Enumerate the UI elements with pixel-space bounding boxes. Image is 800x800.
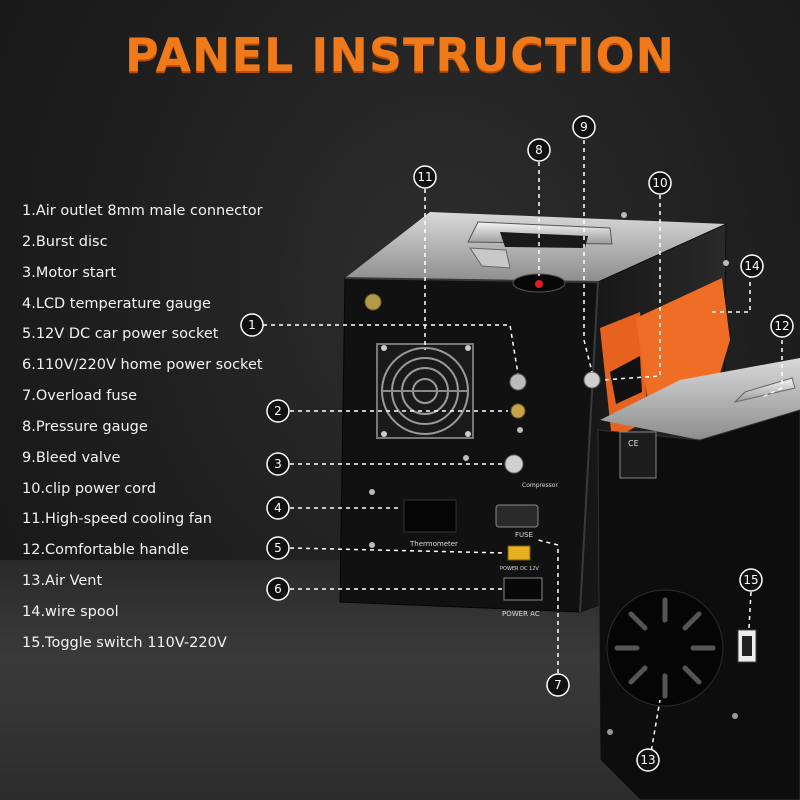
legend-item: 11.High-speed cooling fan — [22, 511, 212, 528]
legend-list: 1.Air outlet 8mm male connector 2.Burst … — [22, 200, 263, 663]
callout-13-badge: 13 — [636, 748, 660, 772]
callout-5-badge: 5 — [266, 536, 290, 560]
callout-leaders — [263, 140, 783, 759]
callout-15-badge: 15 — [739, 568, 763, 592]
burst-disc — [510, 403, 526, 419]
svg-text:14: 14 — [744, 259, 759, 273]
ac-socket — [503, 577, 543, 601]
compressor-label: Compressor — [522, 482, 558, 489]
svg-text:3: 3 — [274, 457, 282, 471]
legend-item: 12.Comfortable handle — [22, 542, 189, 559]
callout-10-badge: 10 — [648, 171, 672, 195]
legend-item: 7.Overload fuse — [22, 388, 138, 405]
legend-item: 1.Air outlet 8mm male connector — [22, 203, 263, 219]
air-outlet-connector — [509, 373, 527, 391]
callout-1-badge: 1 — [240, 313, 264, 337]
callout-8-badge: 8 — [527, 138, 551, 162]
motor-start-switch — [504, 454, 524, 474]
cooling-fan — [376, 343, 474, 439]
svg-text:7: 7 — [554, 678, 562, 692]
fuse-holder — [495, 504, 539, 528]
legend-item: 14.wire spool — [22, 603, 119, 620]
svg-text:2: 2 — [274, 404, 282, 418]
legend-item: 2.Burst disc — [22, 233, 108, 250]
callout-7-badge: 7 — [546, 673, 570, 697]
svg-text:12: 12 — [774, 319, 789, 333]
legend-item: 4.LCD temperature gauge — [22, 295, 211, 312]
svg-text:8: 8 — [535, 143, 543, 157]
svg-text:1: 1 — [248, 318, 256, 332]
svg-text:6: 6 — [274, 582, 282, 596]
lcd-thermometer — [403, 499, 457, 533]
indicator-light — [535, 280, 543, 288]
callout-6-badge: 6 — [266, 577, 290, 601]
legend-item: 3.Motor start — [22, 264, 117, 281]
fuse-label: FUSE — [515, 531, 533, 539]
callout-2-badge: 2 — [266, 399, 290, 423]
callout-3-badge: 3 — [266, 452, 290, 476]
power-ac-label: POWER AC — [502, 610, 540, 618]
svg-text:10: 10 — [652, 176, 667, 190]
second-unit: CE — [597, 358, 800, 800]
svg-text:9: 9 — [580, 120, 588, 134]
corner-screw — [364, 293, 382, 311]
callout-badges: 1 2 3 4 5 6 7 — [240, 115, 794, 772]
svg-text:13: 13 — [640, 753, 655, 767]
callout-9-badge: 9 — [572, 115, 596, 139]
legend-item: 13.Air Vent — [22, 573, 103, 590]
main-unit: Compressor Thermometer FUSE POWER DC 12V… — [339, 212, 730, 618]
ce-mark: CE — [628, 439, 639, 448]
dc-socket — [507, 545, 531, 561]
legend-item: 5.12V DC car power socket — [22, 326, 219, 343]
svg-text:5: 5 — [274, 541, 282, 555]
unit-front-panel — [339, 277, 599, 613]
spec-plate — [619, 431, 657, 479]
legend-item: 10.clip power cord — [22, 480, 157, 497]
air-vent — [606, 589, 724, 707]
svg-text:15: 15 — [743, 573, 758, 587]
callout-12-badge: 12 — [770, 314, 794, 338]
legend-item: 6.110V/220V home power socket — [22, 357, 263, 374]
thermometer-label: Thermometer — [409, 540, 458, 548]
page-title: PANEL INSTRUCTION — [124, 28, 676, 82]
svg-text:11: 11 — [417, 170, 432, 184]
legend-item: 8.Pressure gauge — [22, 418, 148, 435]
carry-handle — [467, 221, 613, 269]
legend-item: 15.Toggle switch 110V-220V — [22, 634, 227, 651]
bleed-valve — [583, 371, 601, 389]
callout-14-badge: 14 — [740, 254, 764, 278]
svg-text:4: 4 — [274, 501, 282, 515]
legend-item: 9.Bleed valve — [22, 449, 121, 466]
power-dc-label: POWER DC 12V — [500, 566, 539, 572]
callout-4-badge: 4 — [266, 496, 290, 520]
callout-11-badge: 11 — [413, 165, 437, 189]
